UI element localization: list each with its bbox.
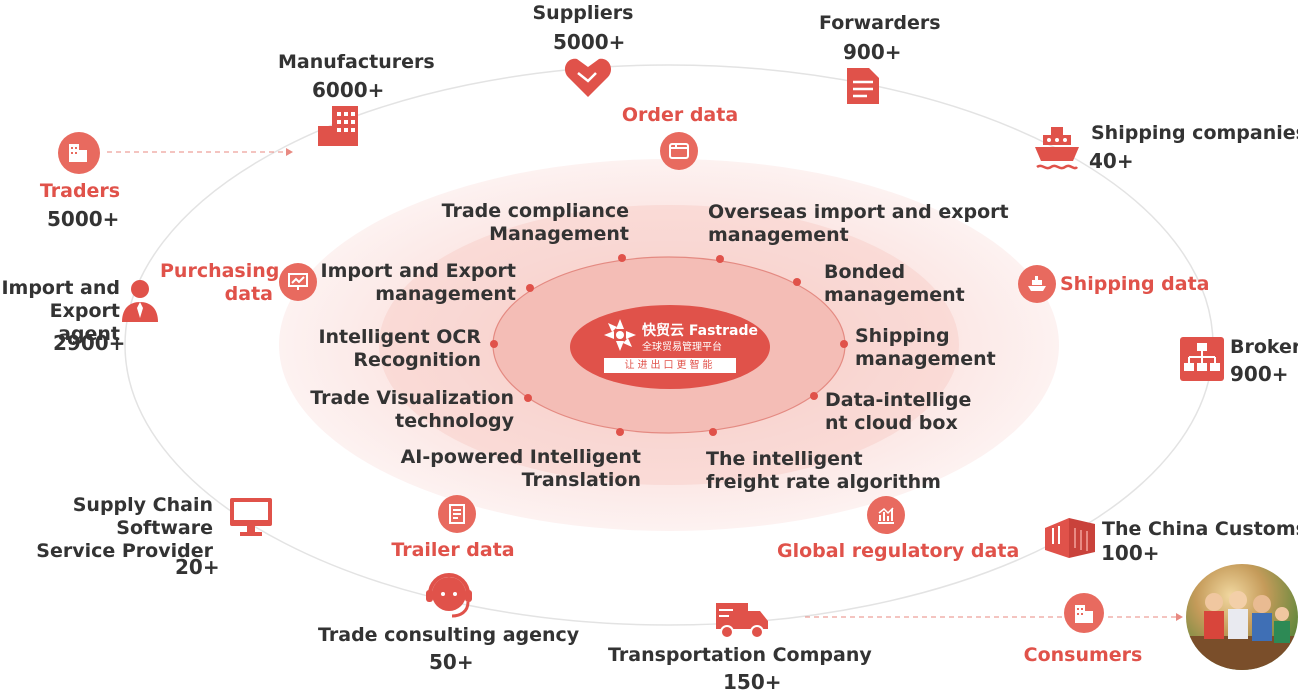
document-icon [847, 68, 879, 104]
service-dot [716, 255, 724, 263]
customs-boxes-icon [1045, 518, 1095, 558]
consumers-photo [1186, 564, 1298, 670]
suppliers-label: Suppliers [532, 2, 634, 24]
service-dot [709, 428, 717, 436]
service-overseas-import-export: Overseas import and export management [708, 201, 1009, 246]
hierarchy-icon [1180, 337, 1224, 381]
shipping-data-label: Shipping data [1060, 273, 1210, 295]
suppliers-count: 5000+ [553, 30, 626, 54]
service-trade-compliance: Trade compliance Management [441, 200, 629, 245]
headset-support-icon [426, 573, 472, 618]
trailer-data-icon [438, 495, 476, 533]
shipping-companies-label: Shipping companies [1091, 122, 1298, 144]
consumers-icon [1064, 593, 1104, 633]
service-import-export-management: Import and Export management [320, 260, 517, 305]
trailer-data-label: Trailer data [391, 539, 515, 561]
traders-label: Traders [39, 180, 121, 202]
manufacturers-label: Manufacturers [278, 51, 435, 73]
fastrade-logo-icon [604, 319, 636, 351]
handshake-icon [564, 58, 612, 97]
agent-count: 2900+ [53, 331, 126, 355]
order-data-icon [660, 132, 698, 170]
service-dot [793, 278, 801, 286]
regulatory-data-icon [867, 496, 905, 534]
transport-count: 150+ [723, 670, 782, 694]
agent-person-icon [122, 280, 158, 322]
forwarders-count: 900+ [843, 40, 902, 64]
cruise-ship-icon [1035, 127, 1079, 170]
factory-building-icon [318, 106, 358, 146]
consulting-count: 50+ [429, 650, 474, 674]
service-intelligent-ocr: Intelligent OCR Recognition [318, 326, 481, 371]
delivery-truck-icon [716, 603, 768, 639]
order-data-label: Order data [621, 104, 739, 126]
shipping-companies-count: 40+ [1089, 149, 1134, 173]
purchasing-data-icon [279, 263, 317, 301]
brand-name: 快贸云 Fastrade [642, 323, 758, 339]
traders-count: 5000+ [47, 207, 120, 231]
service-dot [490, 340, 498, 348]
service-dot [810, 392, 818, 400]
shipping-data-icon [1018, 265, 1056, 303]
monitor-icon [230, 498, 272, 536]
service-dot [616, 428, 624, 436]
service-freight-rate-algorithm: The intelligent freight rate algorithm [706, 448, 941, 493]
brand-slogan: 让进出口更智能 [604, 358, 736, 373]
regulatory-data-label: Global regulatory data [777, 540, 1020, 562]
service-dot [618, 254, 626, 262]
fastrade-logo: 快贸云 Fastrade 全球贸易管理平台 让进出口更智能 [570, 305, 770, 389]
traders-icon [58, 132, 100, 174]
software-provider-count: 20+ [175, 555, 220, 579]
consumers-label: Consumers [1023, 644, 1143, 666]
brand-subtitle: 全球贸易管理平台 [642, 342, 722, 353]
software-provider-label: Supply Chain Software Service Provider [36, 494, 213, 562]
service-data-cloud-box: Data-intellige nt cloud box [825, 389, 972, 434]
agent-label: Import and Export agent [1, 277, 120, 345]
customs-label: The China Customs [1102, 518, 1298, 540]
purchasing-data-label: Purchasing data [160, 260, 280, 305]
broker-label: Broker [1230, 336, 1298, 358]
transport-label: Transportation Company [608, 644, 872, 666]
service-bonded-management: Bonded management [824, 261, 965, 306]
service-dot [526, 284, 534, 292]
customs-count: 100+ [1101, 541, 1160, 565]
manufacturers-count: 6000+ [312, 78, 385, 102]
service-dot [840, 340, 848, 348]
service-dot [524, 394, 532, 402]
service-trade-visualization: Trade Visualization technology [310, 387, 514, 432]
service-shipping-management: Shipping management [855, 325, 996, 370]
broker-count: 900+ [1230, 362, 1289, 386]
service-ai-translation: AI-powered Intelligent Translation [400, 446, 641, 491]
forwarders-label: Forwarders [819, 12, 941, 34]
consulting-label: Trade consulting agency [318, 624, 580, 646]
